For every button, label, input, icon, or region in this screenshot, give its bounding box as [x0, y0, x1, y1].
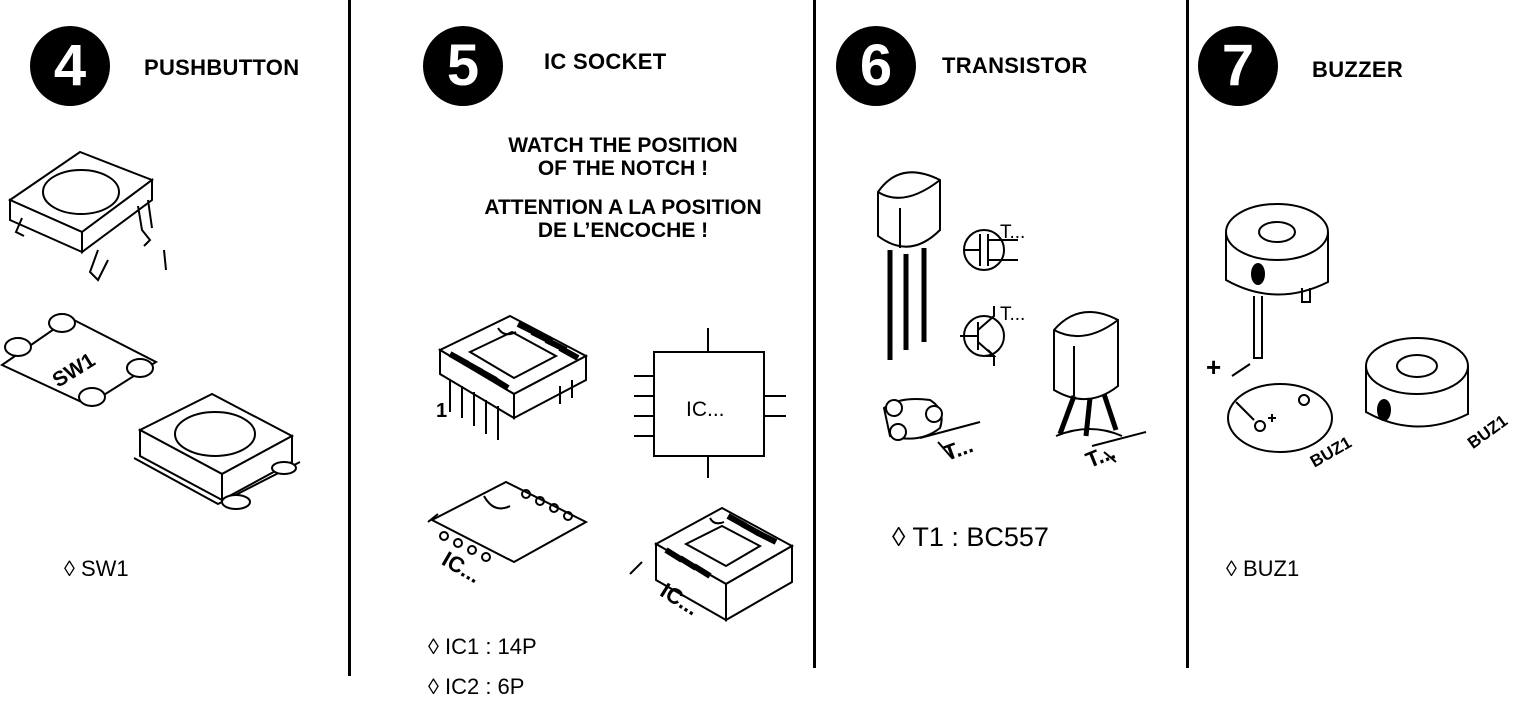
ic-socket-through-hole: 1 [436, 316, 586, 440]
ic-schematic-label: IC... [686, 398, 725, 421]
pushbutton-smd [134, 394, 300, 509]
transistor-drawing: T... T... T... T... [860, 160, 1220, 473]
ic-socket-smd: IC... [630, 508, 792, 620]
buz1-mounted-label: BUZ1 [1464, 411, 1511, 452]
step-7-title: BUZZER [1312, 57, 1404, 82]
part-ic1: ◊ IC1 : 14P [428, 634, 537, 659]
t-label-1: T... [1000, 222, 1025, 243]
step-6-number: 6 [836, 26, 916, 106]
buzzer-drawing: + BUZ1 BUZ1 [1206, 190, 1511, 471]
notch-warning-fr-line1: ATTENTION A LA POSITION [484, 196, 762, 219]
notch-warning-en-line1: WATCH THE POSITION [508, 134, 738, 157]
ic-schematic-symbol: IC... [634, 328, 786, 478]
part-ic2: ◊ IC2 : 6P [428, 674, 525, 699]
column-divider-3 [1186, 0, 1189, 668]
step-4-number: 4 [30, 26, 110, 106]
transistor-mounted: T... [1054, 312, 1146, 473]
step-4-title: PUSHBUTTON [144, 55, 300, 80]
transistor-bjt-symbol: T... [960, 304, 1025, 366]
part-buz1: ◊ BUZ1 [1226, 556, 1300, 581]
column-divider-2 [813, 0, 816, 668]
t-mounted-label: T... [1082, 439, 1119, 473]
t-label-2: T... [1000, 304, 1025, 325]
step-5-title: IC SOCKET [544, 49, 667, 74]
step-5-number: 5 [423, 26, 503, 106]
buzzer-footprint: BUZ1 [1228, 384, 1355, 471]
ic-footprint: IC... [428, 482, 586, 588]
pushbutton-through-hole [10, 152, 166, 280]
part-sw1: ◊ SW1 [64, 556, 129, 581]
ic-socket-drawing: 1 IC... IC... IC... [410, 300, 810, 630]
pushbutton-drawing: SW1 [0, 140, 340, 670]
notch-warning-fr: ATTENTION A LA POSITION DE L’ENCOCHE ! [440, 196, 806, 242]
pin1-label-socket: 1 [436, 400, 447, 422]
buzzer-with-leads: + [1206, 204, 1328, 382]
ic-footprint-label: IC... [438, 546, 485, 588]
notch-warning-en-line2: OF THE NOTCH ! [537, 157, 709, 180]
buzzer-plus-label: + [1206, 352, 1221, 382]
step-6-title: TRANSISTOR [942, 53, 1088, 78]
transistor-footprint: T... [884, 399, 980, 466]
notch-warning-fr-line2: DE L’ENCOCHE ! [537, 219, 709, 242]
part-t1: ◊ T1 : BC557 [892, 522, 1049, 552]
transistor-fet-symbol: T... [964, 222, 1025, 270]
buzzer-mounted: BUZ1 [1366, 338, 1511, 453]
step-7-number: 7 [1198, 26, 1278, 106]
transistor-to92-body [878, 172, 940, 360]
column-divider-1 [348, 0, 351, 676]
t-footprint-label: T... [940, 432, 976, 466]
notch-warning-en: WATCH THE POSITION OF THE NOTCH ! [440, 134, 806, 180]
pushbutton-footprint: SW1 [2, 314, 156, 406]
